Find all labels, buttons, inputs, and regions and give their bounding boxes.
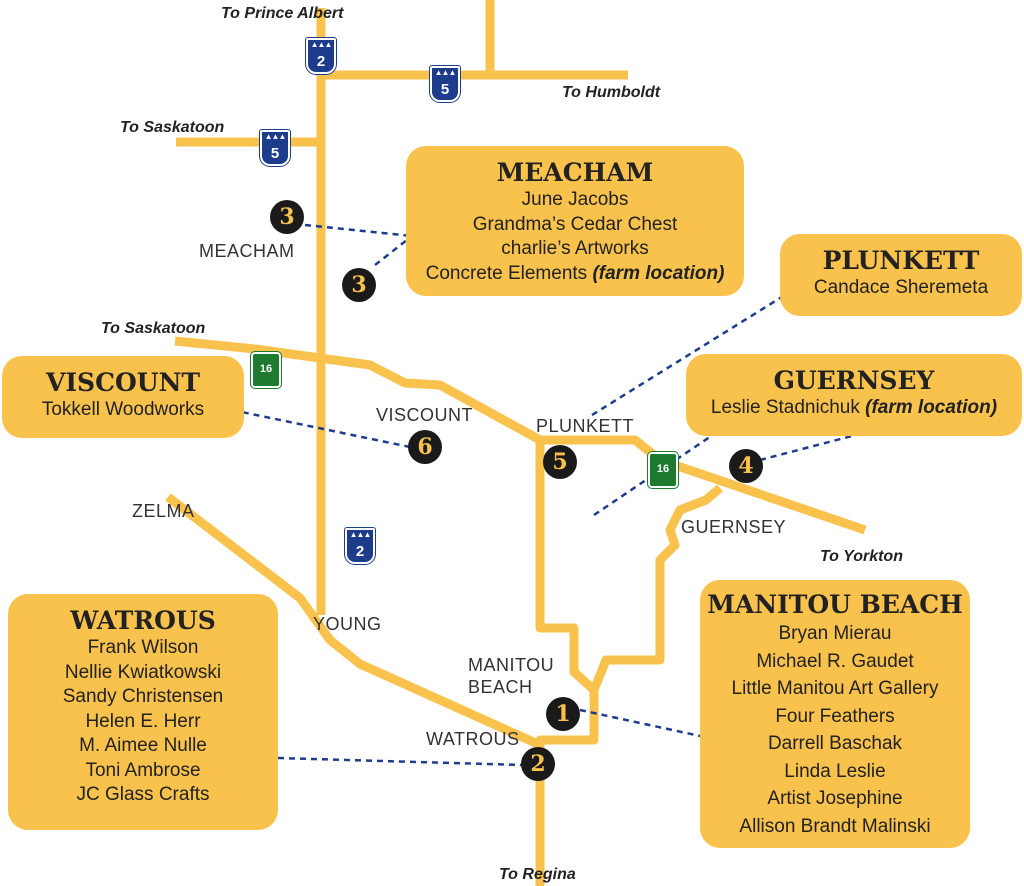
list-item: Four Feathers (775, 705, 895, 727)
highway-2-shield-icon: ▲▲▲2 (344, 527, 376, 565)
highway-5-shield-icon: ▲▲▲5 (259, 129, 291, 167)
list-item: charlie’s Artworks (501, 238, 649, 259)
town-meacham: MEACHAM (199, 241, 295, 261)
list-item: Helen E. Herr (85, 710, 201, 732)
list-item: Candace Sheremeta (813, 277, 989, 298)
list-item: Nellie Kwiatkowski (64, 661, 222, 683)
guernsey-info-box: GUERNSEY Leslie Stadnichuk (farm locatio… (686, 354, 1022, 436)
marker-6-viscount[interactable]: 6 (408, 430, 442, 464)
list-item: Artist Josephine (767, 788, 903, 809)
destination-saskatoon-north: To Saskatoon (120, 119, 225, 136)
town-guernsey: GUERNSEY (681, 517, 787, 537)
manitou-beach-info-box: MANITOU BEACH Bryan Mierau Michael R. Ga… (700, 580, 970, 848)
highway-2-shield-icon: ▲▲▲2 (305, 37, 337, 75)
town-young: YOUNG (313, 614, 382, 634)
list-item: Grandma’s Cedar Chest (472, 213, 678, 235)
leader-viscount (231, 408, 411, 449)
plunkett-info-box: PLUNKETT Candace Sheremeta (780, 234, 1022, 316)
list-item: Michael R. Gaudet (756, 650, 914, 672)
manitou-beach-title: MANITOU BEACH (707, 590, 963, 619)
town-manitou-beach: MANITOU BEACH (468, 655, 555, 697)
leader-manitou (579, 708, 701, 738)
list-item: Darrell Baschak (767, 733, 903, 754)
marker-3-meacham-west[interactable]: 3 (270, 200, 304, 234)
highway-5-shield-icon: ▲▲▲5 (429, 65, 461, 103)
meacham-title: MEACHAM (496, 158, 654, 187)
destination-regina: To Regina (499, 866, 576, 883)
guernsey-title: GUERNSEY (773, 366, 935, 395)
destination-humboldt: To Humboldt (562, 84, 661, 101)
list-item: Linda Leslie (784, 760, 886, 782)
town-viscount: VISCOUNT (376, 405, 474, 425)
leader-meacham-2 (374, 235, 413, 266)
road-zelma-watrous (165, 493, 542, 750)
town-plunkett: PLUNKETT (536, 416, 635, 436)
marker-3-meacham-east[interactable]: 3 (342, 268, 376, 302)
watrous-info-box: WATROUS Frank Wilson Nellie Kwiatkowski … (8, 594, 278, 830)
road-south (535, 440, 599, 886)
trans-canada-16-shield-icon: 16 (647, 451, 679, 489)
marker-5-plunkett[interactable]: 5 (543, 445, 577, 479)
destination-saskatoon-south: To Saskatoon (101, 320, 206, 337)
destination-prince-albert: To Prince Albert (221, 5, 344, 22)
trans-canada-16-shield-icon: 16 (250, 351, 282, 389)
leader-plunkett (591, 293, 786, 417)
marker-2-watrous[interactable]: 2 (521, 747, 555, 781)
list-item: JC Glass Crafts (76, 784, 210, 805)
town-watrous: WATROUS (426, 729, 520, 749)
marker-1-manitou-beach[interactable]: 1 (546, 697, 580, 731)
watrous-title: WATROUS (70, 606, 216, 635)
destination-yorkton: To Yorkton (820, 548, 903, 565)
list-item: Leslie Stadnichuk (farm location) (710, 397, 998, 418)
road-guernsey (589, 484, 723, 692)
marker-4-guernsey[interactable]: 4 (729, 449, 763, 483)
leader-guernsey-2 (759, 434, 853, 462)
meacham-info-box: MEACHAM June Jacobs Grandma’s Cedar Ches… (406, 146, 744, 296)
plunkett-title: PLUNKETT (822, 246, 980, 275)
leader-meacham-1 (304, 223, 413, 238)
list-item: Frank Wilson (87, 637, 199, 658)
list-item: Sandy Christensen (62, 686, 224, 707)
list-item: Allison Brandt Malinski (739, 815, 931, 837)
town-zelma: ZELMA (132, 501, 195, 521)
list-item: Little Manitou Art Gallery (731, 678, 939, 699)
list-item: Toni Ambrose (85, 759, 201, 781)
leader-watrous (277, 756, 523, 767)
viscount-info-box: VISCOUNT Tokkell Woodworks (2, 356, 244, 438)
list-item: Concrete Elements (farm location) (425, 262, 725, 284)
list-item: Bryan Mierau (778, 623, 892, 644)
list-item: June Jacobs (521, 189, 629, 210)
list-item: M. Aimee Nulle (79, 735, 207, 756)
viscount-title: VISCOUNT (45, 368, 201, 397)
list-item: Tokkell Woodworks (41, 399, 205, 420)
